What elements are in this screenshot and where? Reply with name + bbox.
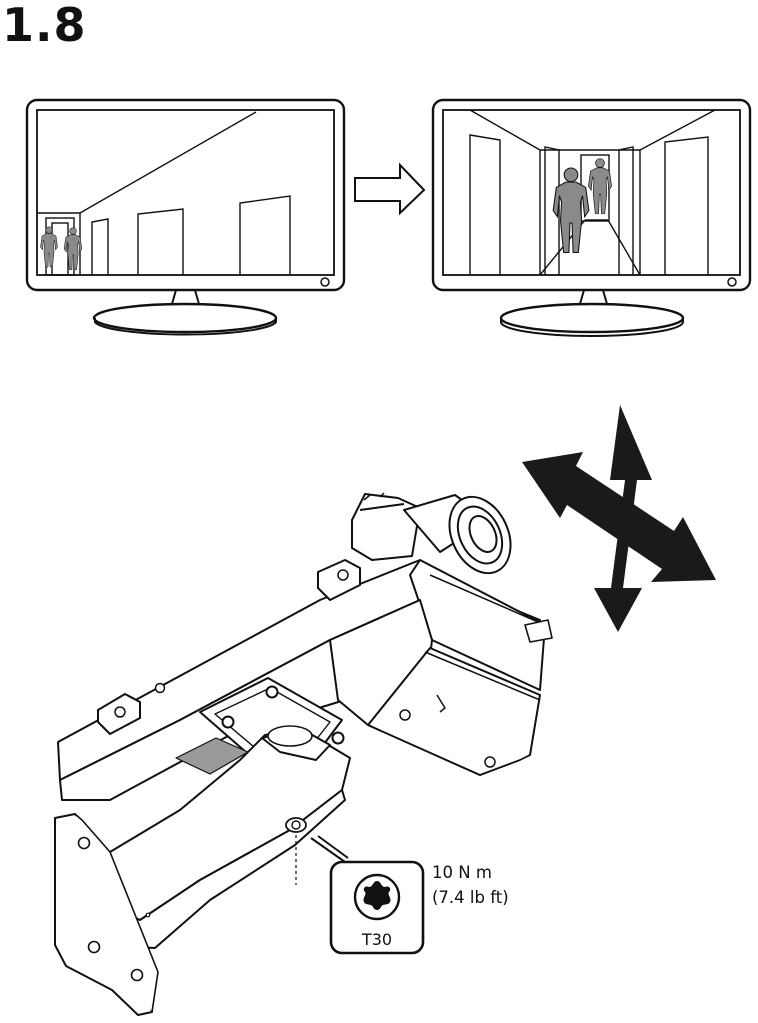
monitor-after <box>431 98 752 337</box>
step-number: 1.8 <box>2 0 87 52</box>
people-small <box>40 226 83 270</box>
right-arrow-icon <box>354 162 426 216</box>
wall-bracket <box>54 725 351 1016</box>
people-centered <box>552 158 612 254</box>
torx-icon <box>363 881 391 910</box>
torque-imperial: (7.4 lb ft) <box>432 888 509 907</box>
bit-label: T30 <box>361 930 392 949</box>
four-way-arrow-icon <box>522 405 716 632</box>
torque-metric: 10 N m <box>432 863 492 882</box>
monitor-before <box>25 98 346 336</box>
torque-spec: 10 N m (7.4 lb ft) <box>432 860 509 910</box>
tool-callout: T30 <box>329 860 425 955</box>
